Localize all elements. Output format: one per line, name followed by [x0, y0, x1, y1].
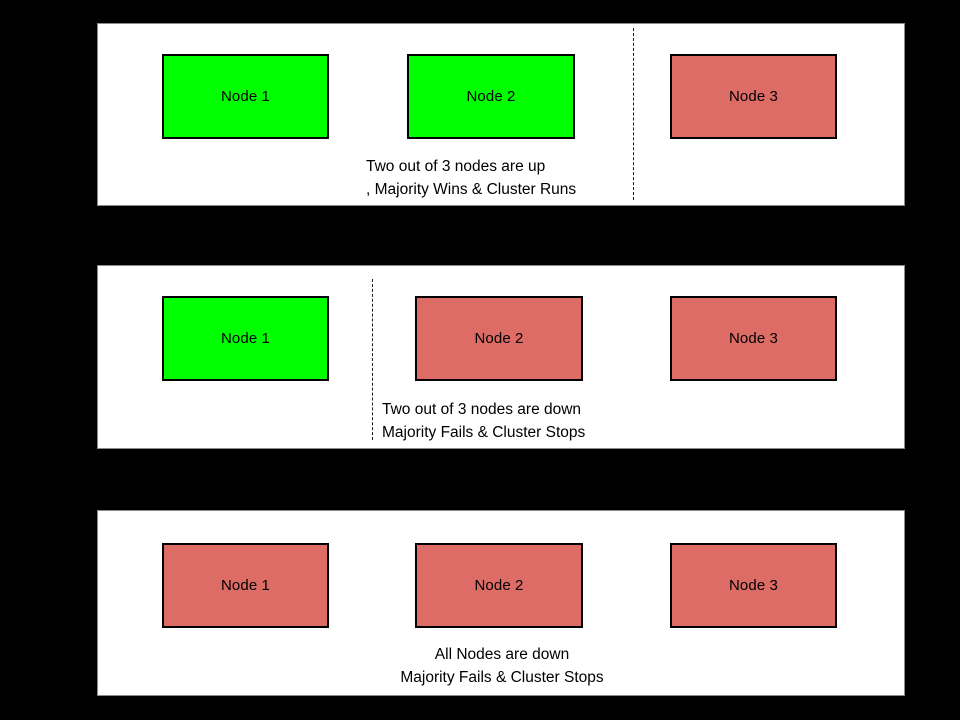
node-label: Node 1 — [221, 330, 270, 347]
caption-line-2: Majority Fails & Cluster Stops — [382, 424, 586, 441]
node-label: Node 2 — [474, 330, 524, 347]
node-box-1[interactable]: Node 1 — [162, 543, 329, 628]
node-label: Node 3 — [729, 88, 778, 105]
node-label: Node 3 — [729, 330, 778, 347]
panel-caption: All Nodes are down Majority Fails & Clus… — [379, 643, 625, 689]
caption-line-1: All Nodes are down — [434, 646, 570, 663]
caption-line-2: Majority Fails & Cluster Stops — [400, 669, 604, 686]
scenario-panel-all-down: Node 1 Node 2 Node 3 All Nodes are down … — [97, 510, 905, 696]
node-box-3[interactable]: Node 3 — [670, 543, 837, 628]
panel-caption: Two out of 3 nodes are up , Majority Win… — [366, 155, 576, 201]
node-box-1[interactable]: Node 1 — [162, 54, 329, 139]
node-box-3[interactable]: Node 3 — [670, 54, 837, 139]
panel-caption: Two out of 3 nodes are down Majority Fai… — [382, 398, 585, 444]
quorum-divider-line — [372, 279, 373, 440]
node-box-2[interactable]: Node 2 — [415, 543, 583, 628]
node-label: Node 1 — [221, 577, 270, 594]
scenario-panel-majority-wins: Node 1 Node 2 Node 3 Two out of 3 nodes … — [97, 23, 905, 206]
node-label: Node 1 — [221, 88, 270, 105]
node-box-3[interactable]: Node 3 — [670, 296, 837, 381]
node-label: Node 2 — [474, 577, 524, 594]
caption-line-2: , Majority Wins & Cluster Runs — [366, 181, 577, 198]
node-label: Node 2 — [466, 88, 516, 105]
node-label: Node 3 — [729, 577, 778, 594]
caption-line-1: Two out of 3 nodes are up — [366, 158, 546, 175]
node-box-2[interactable]: Node 2 — [407, 54, 575, 139]
scenario-panel-majority-fails-two-down: Node 1 Node 2 Node 3 Two out of 3 nodes … — [97, 265, 905, 449]
caption-line-1: Two out of 3 nodes are down — [382, 401, 582, 418]
quorum-divider-line — [633, 28, 634, 200]
node-box-2[interactable]: Node 2 — [415, 296, 583, 381]
node-box-1[interactable]: Node 1 — [162, 296, 329, 381]
